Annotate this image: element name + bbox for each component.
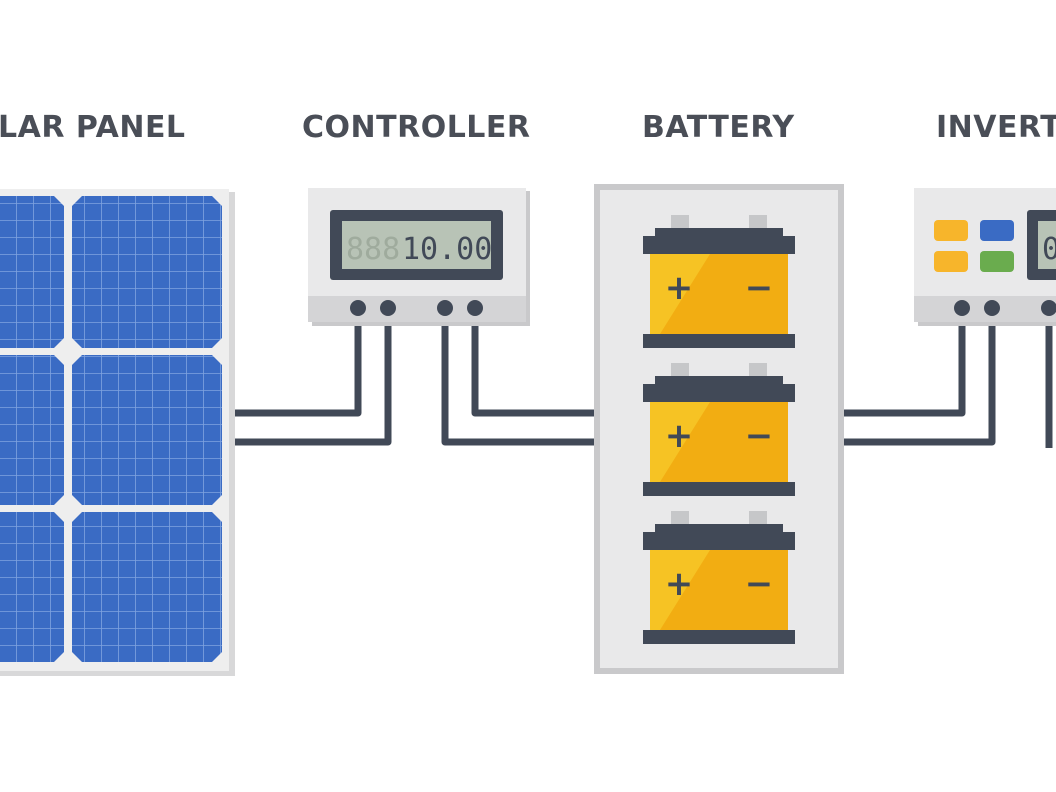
battery-unit: +− <box>643 215 795 348</box>
wire-controller-battery-b <box>471 308 602 417</box>
battery-minus-symbol: − <box>745 416 774 456</box>
solar-cell <box>72 512 222 662</box>
battery-post <box>749 511 767 524</box>
battery-body-shade <box>660 254 788 334</box>
battery-lid-top <box>655 228 783 238</box>
inverter: 0 <box>914 188 1056 326</box>
inverter-indicator-orange <box>934 251 968 272</box>
solar-panel-label: LAR PANEL <box>0 110 186 145</box>
controller-terminal-strip <box>308 296 526 322</box>
wires <box>232 308 1053 448</box>
solar-cell <box>0 512 64 662</box>
controller-terminal <box>467 300 483 316</box>
battery-lid <box>643 384 795 402</box>
controller-terminal <box>350 300 366 316</box>
battery-lid <box>643 236 795 254</box>
battery-lid-top <box>655 376 783 386</box>
battery-plus-symbol: + <box>665 268 694 308</box>
controller-reading: 10.00 <box>402 232 492 267</box>
charge-controller: 888 10.00 <box>308 188 530 326</box>
inverter-indicator-orange <box>934 220 968 241</box>
battery-post <box>749 363 767 376</box>
battery-post <box>671 511 689 524</box>
solar-cell <box>0 355 64 505</box>
battery-base <box>643 482 795 496</box>
battery-body-shade <box>660 402 788 482</box>
battery-unit: +− <box>643 363 795 496</box>
battery-minus-symbol: − <box>745 268 774 308</box>
wire-panel-controller-b <box>232 308 392 446</box>
battery-lid-top <box>655 524 783 534</box>
battery-unit: +− <box>643 511 795 644</box>
inverter-reading: 0 <box>1042 232 1056 267</box>
battery-post <box>749 215 767 228</box>
controller-display <box>342 221 491 269</box>
solar-panel <box>0 189 235 676</box>
controller-terminal <box>437 300 453 316</box>
controller-terminal <box>380 300 396 316</box>
battery-base <box>643 630 795 644</box>
wire-controller-battery-a <box>441 308 602 446</box>
inverter-indicator-blue <box>980 220 1014 241</box>
battery-post <box>671 363 689 376</box>
solar-cell <box>0 196 64 348</box>
battery-base <box>643 334 795 348</box>
inverter-terminal <box>1041 300 1056 316</box>
battery-minus-symbol: − <box>745 564 774 604</box>
battery-bank: +−+−+− <box>594 184 844 674</box>
controller-label: CONTROLLER <box>302 110 531 145</box>
batteries: +−+−+− <box>643 215 795 644</box>
solar-cell <box>72 355 222 505</box>
battery-lid <box>643 532 795 550</box>
inverter-display <box>1038 221 1056 269</box>
battery-post <box>671 215 689 228</box>
controller-ghost-digits: 888 <box>346 232 400 267</box>
wire-panel-controller-a <box>232 308 362 417</box>
battery-plus-symbol: + <box>665 416 694 456</box>
battery-label: BATTERY <box>642 110 795 145</box>
solar-cell <box>72 196 222 348</box>
wire-battery-inverter-a <box>836 308 966 417</box>
battery-body-shade <box>660 550 788 630</box>
inverter-label: INVERT <box>936 110 1056 145</box>
wire-battery-inverter-b <box>836 308 996 446</box>
inverter-terminal <box>954 300 970 316</box>
inverter-indicator-green <box>980 251 1014 272</box>
inverter-terminal <box>984 300 1000 316</box>
battery-plus-symbol: + <box>665 564 694 604</box>
